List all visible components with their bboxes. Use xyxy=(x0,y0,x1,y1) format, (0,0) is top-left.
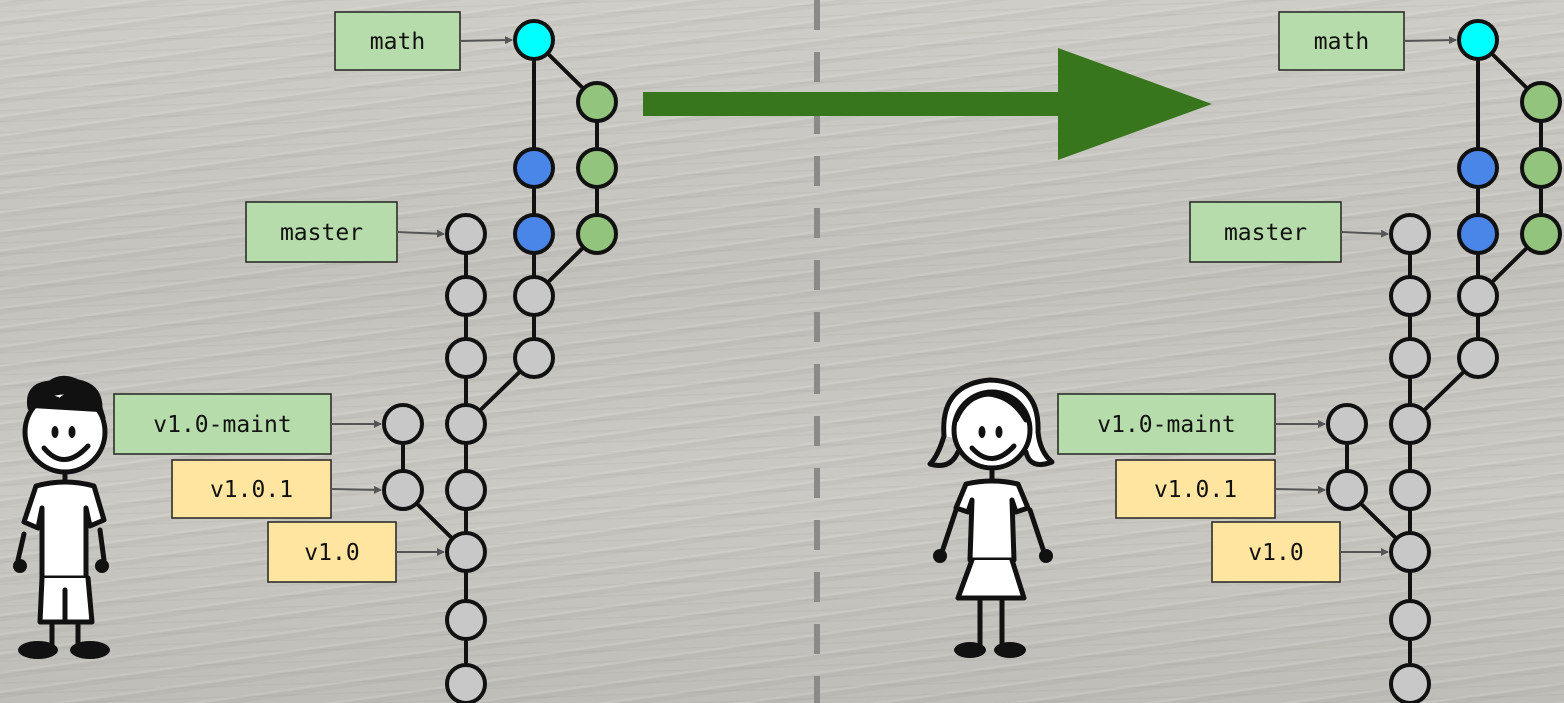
commit-node xyxy=(445,403,487,445)
tag-label-v101: v1.0.1 xyxy=(171,459,382,519)
ref-pointer-arrow xyxy=(1340,229,1389,238)
tag-label-v10: v1.0 xyxy=(1211,521,1389,583)
ref-label-text: math xyxy=(1314,29,1369,55)
boy-stick-figure-icon xyxy=(13,375,110,659)
tag-label-v101: v1.0.1 xyxy=(1115,459,1326,519)
commit-node xyxy=(513,275,555,317)
ref-label-text: math xyxy=(370,29,425,55)
commit-node xyxy=(1389,337,1431,379)
commit-edges xyxy=(1345,38,1543,684)
commit-node xyxy=(445,663,487,703)
ref-label-text: v1.0-maint xyxy=(1097,412,1235,438)
big-right-arrow-icon xyxy=(643,48,1212,160)
commit-node xyxy=(513,19,555,61)
branch-label-math: math xyxy=(334,11,513,71)
commit-node xyxy=(445,213,487,255)
commit-node xyxy=(382,469,424,511)
commit-node xyxy=(1389,403,1431,445)
ref-label-text: master xyxy=(1224,220,1307,246)
commit-node xyxy=(445,599,487,641)
commit-node xyxy=(513,213,555,255)
commit-node xyxy=(1389,469,1431,511)
branch-label-math: math xyxy=(1278,11,1457,71)
ref-label-text: v1.0 xyxy=(1248,540,1303,566)
ref-pointer-arrow xyxy=(459,36,513,45)
tag-label-v10: v1.0 xyxy=(267,521,445,583)
ref-pointer-arrow xyxy=(396,229,445,238)
commit-node xyxy=(1389,599,1431,641)
commit-node xyxy=(1457,337,1499,379)
commit-node xyxy=(445,337,487,379)
ref-pointer-arrow xyxy=(1274,485,1326,494)
commit-node xyxy=(513,337,555,379)
commit-node xyxy=(1389,213,1431,255)
ref-label-text: v1.0.1 xyxy=(1154,477,1237,503)
ref-pointer-arrow xyxy=(1403,36,1457,45)
commit-node xyxy=(576,213,618,255)
commit-node xyxy=(1520,213,1562,255)
commit-node xyxy=(445,531,487,573)
commit-node xyxy=(1457,147,1499,189)
commit-node xyxy=(513,147,555,189)
commit-node xyxy=(1389,663,1431,703)
ref-label-text: v1.0.1 xyxy=(210,477,293,503)
commit-node xyxy=(1389,275,1431,317)
commit-node xyxy=(1326,469,1368,511)
commit-node xyxy=(1520,81,1562,123)
branch-label-master: master xyxy=(1189,201,1389,263)
girl-stick-figure-icon xyxy=(927,377,1055,658)
ref-label-text: v1.0-maint xyxy=(153,412,291,438)
commit-node xyxy=(1520,147,1562,189)
ref-pointer-arrow xyxy=(330,485,382,494)
commit-node xyxy=(576,81,618,123)
commit-node xyxy=(1457,275,1499,317)
ref-label-text: master xyxy=(280,220,363,246)
ref-label-text: v1.0 xyxy=(304,540,359,566)
commit-edges xyxy=(401,38,599,684)
branch-label-maint: v1.0-maint xyxy=(1057,393,1326,455)
commit-node xyxy=(445,469,487,511)
commit-node xyxy=(1457,213,1499,255)
commit-node xyxy=(382,403,424,445)
branch-label-maint: v1.0-maint xyxy=(113,393,382,455)
branch-label-master: master xyxy=(245,201,445,263)
commit-node xyxy=(1389,531,1431,573)
commit-node xyxy=(445,275,487,317)
commit-node xyxy=(576,147,618,189)
left-repo-graph: math master v1.0-maint v1.0.1 v1.0 xyxy=(113,11,618,703)
right-repo-graph: math master v1.0-maint v1.0.1 v1.0 xyxy=(1057,11,1562,703)
commit-node xyxy=(1326,403,1368,445)
commit-node xyxy=(1457,19,1499,61)
